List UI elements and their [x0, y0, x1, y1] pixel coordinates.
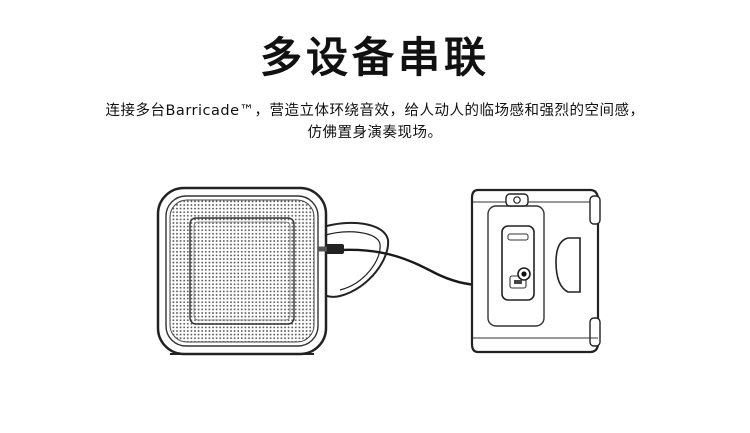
description-line-2: 仿佛置身演奏现场。 — [307, 125, 443, 141]
page-title: 多设备串联 — [259, 33, 490, 82]
feature-description: 连接多台Barricade™，营造立体环绕音效，给人动人的临场感和强烈的空间感，… — [0, 100, 750, 144]
front-speaker-image — [156, 186, 390, 356]
description-line-1: 连接多台Barricade™，营造立体环绕音效，给人动人的临场感和强烈的空间感， — [105, 103, 645, 119]
speaker-connection-illustration — [156, 186, 601, 356]
side-speaker-image — [470, 188, 601, 354]
